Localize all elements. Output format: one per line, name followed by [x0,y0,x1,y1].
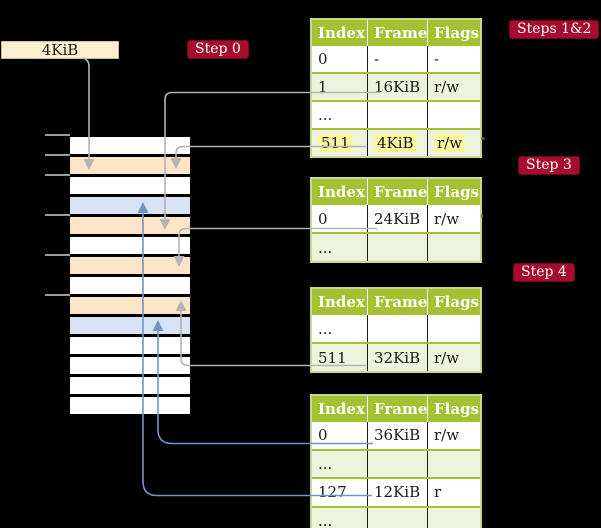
column-header-index: Index [318,293,365,311]
table-cell: 511 [318,348,347,367]
table-cell: 4KiB [367,130,427,156]
table-cell [367,315,427,342]
table-cell [427,315,480,342]
memory-row-8 [70,297,190,314]
memory-row-1 [70,157,190,174]
column-header-index: Index [318,400,365,418]
table-cell: ... [318,454,333,473]
memory-row-6 [70,257,190,274]
column-header-index: Index [318,183,365,201]
memory-tick [45,134,70,136]
table-cell: r [427,479,480,506]
table-cell: 127 [318,483,347,502]
memory-row-7 [70,277,190,294]
table-cell: r/w [427,74,480,100]
memory-tick [45,254,70,256]
column-header-flags: Flags [427,179,480,205]
column-header-frame: Frame [367,289,427,315]
column-header-flags: Flags [427,396,480,422]
memory-row-2 [70,177,190,194]
table-cell [427,507,480,528]
column-header-frame: Frame [367,179,427,205]
memory-tick [45,214,70,216]
table-cell [367,102,427,128]
table-cell [367,450,427,477]
table-cell: r/w [427,344,480,371]
table-cell: 36KiB [367,422,427,449]
table-cell [427,450,480,477]
column-header-frame: Frame [367,396,427,422]
table-cell: ... [318,238,333,257]
page-size-box: 4KiB [1,41,119,59]
memory-row-4 [70,217,190,234]
memory-row-3 [70,197,190,214]
table-cell [367,507,427,528]
step0-label: Step 0 [187,40,249,59]
table-row: ... [312,505,480,528]
table-cell: 0 [318,426,328,445]
column-header-flags: Flags [427,20,480,46]
table-row: ... [312,315,480,342]
table-cell: r/w [427,422,480,449]
memory-row-12 [70,377,190,394]
memory-row-10 [70,337,190,354]
table-cell: ... [318,319,333,338]
table-cell: r/w [427,205,480,232]
table-cell [427,234,480,261]
step4-label: Step 4 [513,263,575,282]
physical-memory-column [70,137,190,417]
memory-row-5 [70,237,190,254]
memory-row-9 [70,317,190,334]
table-cell: r/w [427,130,480,156]
table-cell: 12KiB [367,479,427,506]
table-cell: - [367,46,427,72]
step3-label: Step 3 [518,156,580,175]
memory-row-13 [70,397,190,414]
memory-tick [45,294,70,296]
table-cell: 0 [318,50,328,68]
table-cell: - [427,46,480,72]
table-cell: ... [318,106,333,124]
column-header-frame: Frame [367,20,427,46]
table-row: 0 -- [312,46,480,72]
table-cell: 0 [318,209,328,228]
table-row: ... [312,448,480,477]
memory-tick [45,174,70,176]
table-cell: 32KiB [367,344,427,371]
table-cell: 24KiB [367,205,427,232]
table-cell: 511 [312,130,367,156]
table-cell: ... [318,511,333,528]
steps-1-2-label: Steps 1&2 [509,20,600,39]
column-header-index: Index [318,24,365,42]
table-cell [427,102,480,128]
memory-tick [45,154,70,156]
memory-row-11 [70,357,190,374]
table-cell: 1 [318,78,328,96]
table-cell: 16KiB [367,74,427,100]
table-row: ... [312,100,480,128]
column-header-flags: Flags [427,289,480,315]
table-row: ... [312,232,480,261]
memory-row-0 [70,137,190,154]
table-cell [367,234,427,261]
